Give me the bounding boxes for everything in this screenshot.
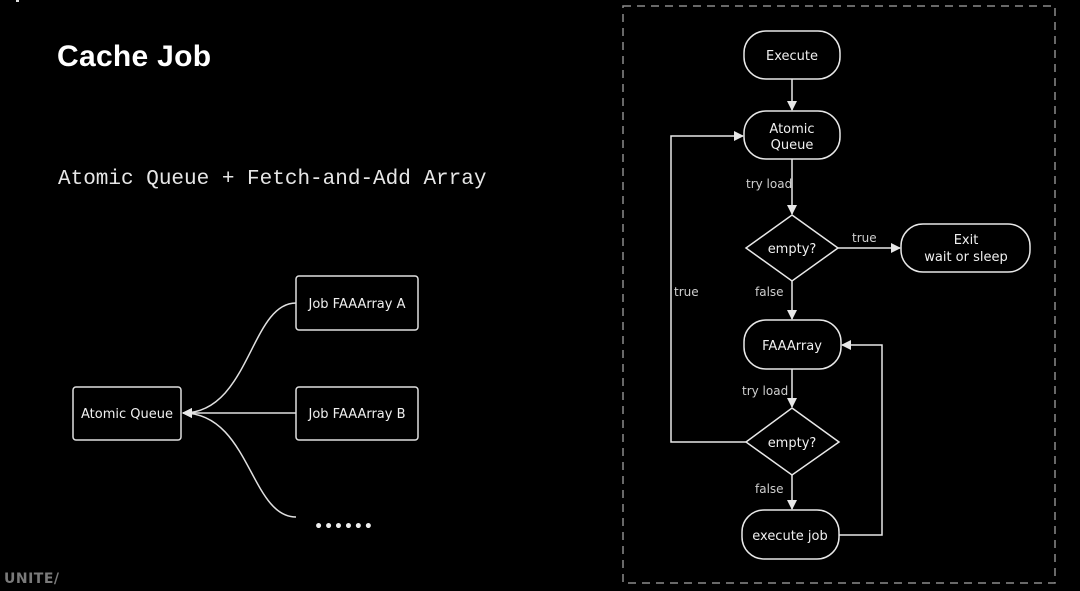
slide-title: Cache Job [57,40,212,73]
node-exit-label-2: wait or sleep [924,250,1008,265]
edge-empty2-loop-to-queue [670,131,746,443]
node-atomic-queue [72,386,182,441]
brand-logo: UNITE/ [4,571,60,587]
edge-label-try-load-1: try load [746,177,792,191]
node-empty1-label: empty? [768,242,817,257]
node-job-faaarray-a-label: Job FAAArray A [307,297,405,312]
node-atomic-queue-label: Atomic Queue [81,407,173,422]
node-job-faaarray-a [295,275,419,331]
left-diagram [72,275,419,518]
flowchart-dashed-border [622,5,1056,584]
edge-execute-job-loop-to-faaarray [839,340,883,536]
slide-subtitle: Atomic Queue + Fetch-and-Add Array [58,168,487,191]
edge-more-to-queue [182,408,297,518]
node-execute-job-label: execute job [752,529,828,544]
corner-mark [16,0,19,2]
node-atomic-queue-label-1: Atomic [769,122,814,137]
edge-label-try-load-2: try load [742,384,788,398]
node-atomic-queue-label-2: Queue [771,138,814,153]
node-empty2-label: empty? [768,436,817,451]
edge-job-a-to-queue [182,302,297,418]
edge-label-true-loop: true [674,285,699,299]
flowchart [670,30,1031,560]
node-faaarray-label: FAAArray [762,339,822,354]
node-exit-label-1: Exit [954,233,979,248]
more-ellipsis: •••••• [314,519,374,535]
node-job-faaarray-b [295,386,419,441]
edge-label-true-exit: true [852,231,877,245]
node-execute-label: Execute [766,49,818,64]
node-exit [900,223,1031,273]
node-job-faaarray-b-label: Job FAAArray B [307,407,405,422]
edge-label-false-2: false [755,482,784,496]
edge-label-false-1: false [755,285,784,299]
